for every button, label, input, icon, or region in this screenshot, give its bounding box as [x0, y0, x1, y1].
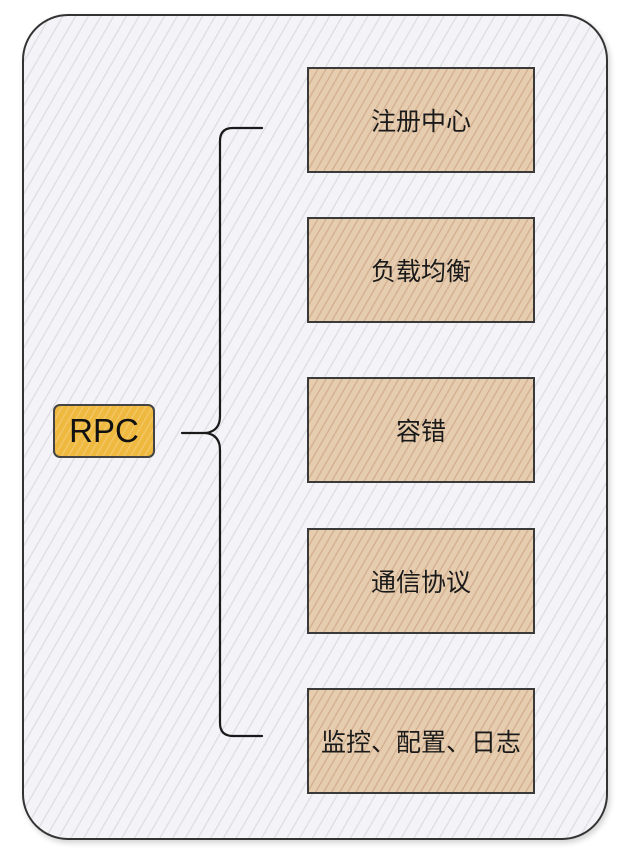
root-node-rpc: RPC — [53, 404, 155, 458]
child-node-load-balancing: 负载均衡 — [307, 217, 535, 323]
child-node-monitoring: 监控、配置、日志 — [307, 688, 535, 794]
brace-top-arm — [204, 126, 264, 435]
child-node-fault-tolerance: 容错 — [307, 377, 535, 483]
child-node-registry: 注册中心 — [307, 67, 535, 173]
brace-bottom-arm — [204, 431, 264, 738]
child-node-protocol: 通信协议 — [307, 528, 535, 634]
